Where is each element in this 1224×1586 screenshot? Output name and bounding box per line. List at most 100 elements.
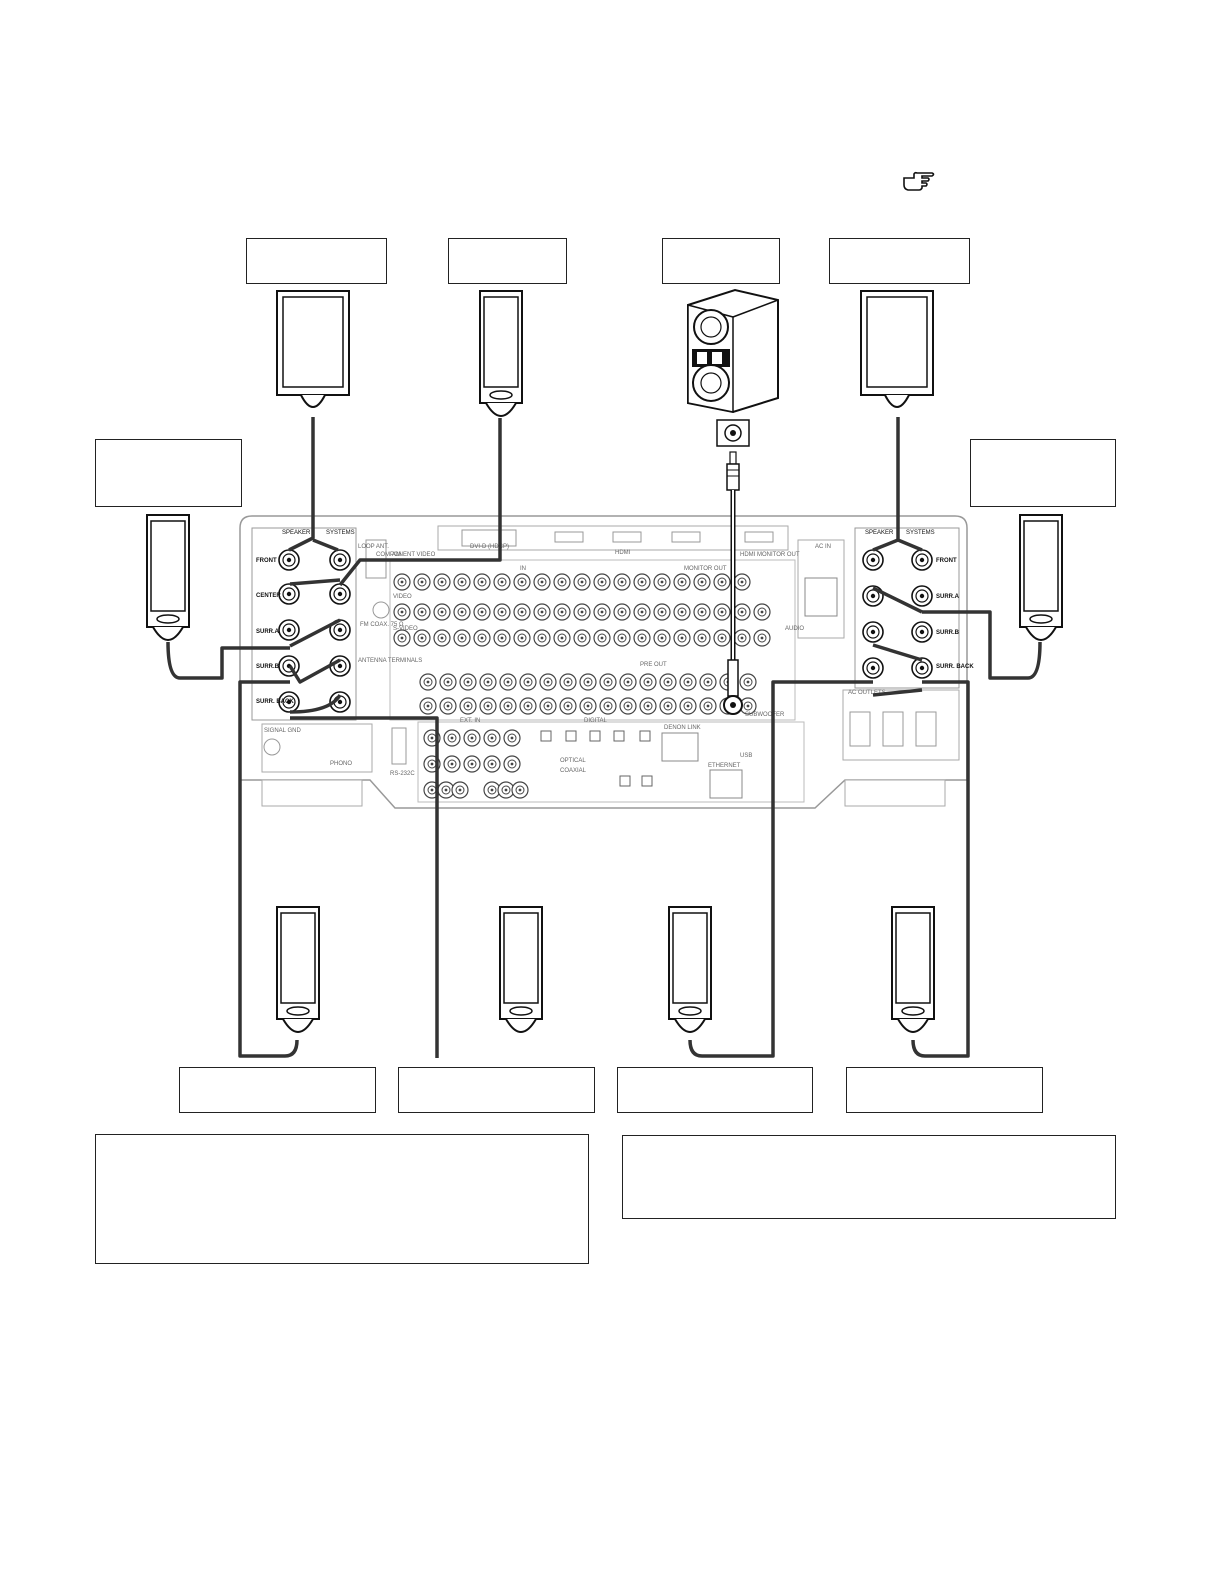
am-label: AM	[392, 552, 401, 558]
surround-a-left-label-box	[95, 439, 242, 507]
rca-jack	[393, 603, 411, 621]
rca-jack	[511, 781, 529, 799]
rca-jack	[553, 573, 571, 591]
rca-jack	[413, 603, 431, 621]
right-ch-surr-back: SURR. BACK	[936, 664, 974, 670]
rca-jack	[713, 603, 731, 621]
rca-jack	[439, 697, 457, 715]
component-label: COMPONENT VIDEO	[376, 552, 436, 558]
right-systems-header: SYSTEMS	[906, 530, 935, 536]
rca-jack	[739, 673, 757, 691]
s-video-label: S-VIDEO	[393, 626, 418, 632]
surround-b-left-speaker	[499, 906, 543, 1033]
rca-jack	[673, 573, 691, 591]
rca-jack	[679, 697, 697, 715]
dvi-label: DVI-D (HDCP)	[470, 544, 509, 550]
left-ch-surr-b: SURR.B	[256, 664, 280, 670]
optical-label: OPTICAL	[560, 758, 586, 764]
rca-jack	[493, 573, 511, 591]
optical-jack	[639, 730, 651, 742]
optical-jack	[613, 730, 625, 742]
hdmi-label: HDMI	[615, 550, 631, 556]
rca-jack	[593, 629, 611, 647]
rca-jack	[443, 729, 461, 747]
ac-outlets-label: AC OUTLETS	[848, 690, 886, 696]
rca-jack	[733, 603, 751, 621]
ethernet-label: ETHERNET	[708, 763, 741, 769]
optical-out-jack	[641, 775, 653, 787]
left-ch-surr-back: SURR. BACK	[256, 699, 294, 705]
rca-jack	[539, 673, 557, 691]
surround-back-left-speaker	[276, 906, 320, 1033]
rca-jack	[463, 755, 481, 773]
rca-jack	[599, 697, 617, 715]
rca-jack	[393, 573, 411, 591]
rca-jack	[593, 573, 611, 591]
in-label: IN	[520, 566, 526, 572]
rca-jack	[433, 629, 451, 647]
rca-jack	[419, 673, 437, 691]
rca-jack	[473, 629, 491, 647]
note-box-left	[95, 1134, 589, 1264]
rca-jack	[413, 629, 431, 647]
surround-a-right-label-box	[970, 439, 1116, 507]
rca-jack	[413, 573, 431, 591]
rca-jack	[559, 697, 577, 715]
rca-jack	[573, 573, 591, 591]
fm-label: FM COAX. 75 Ω	[360, 622, 404, 628]
rca-jack	[659, 673, 677, 691]
rca-jack	[443, 755, 461, 773]
rca-jack	[713, 573, 731, 591]
rca-jack	[479, 697, 497, 715]
surround-b-right-speaker	[668, 906, 712, 1033]
rca-jack	[633, 603, 651, 621]
rca-jack	[513, 603, 531, 621]
rca-jack	[633, 573, 651, 591]
rca-jack	[459, 673, 477, 691]
rca-jack	[499, 697, 517, 715]
rca-jack	[533, 573, 551, 591]
rca-jack	[519, 697, 537, 715]
rca-jack	[653, 603, 671, 621]
rca-jack	[433, 573, 451, 591]
rca-jack	[503, 729, 521, 747]
rca-jack	[599, 673, 617, 691]
signal-gnd-label: SIGNAL GND	[264, 728, 301, 734]
surround-back-right-label-box	[846, 1067, 1043, 1113]
front-left-label-box	[246, 238, 387, 284]
rca-jack	[559, 673, 577, 691]
rca-jack	[653, 573, 671, 591]
optical-jack	[540, 730, 552, 742]
rca-jack	[483, 729, 501, 747]
rca-jack-grid	[393, 573, 771, 799]
rca-jack	[503, 755, 521, 773]
rca-jack	[499, 673, 517, 691]
right-ch-surr-b: SURR.B	[936, 630, 960, 636]
rca-jack	[453, 603, 471, 621]
surround-a-right-speaker	[1019, 514, 1063, 641]
optical-jack	[589, 730, 601, 742]
subwoofer-input-jack	[716, 419, 750, 447]
denon-link-label: DENON LINK	[664, 725, 701, 731]
subwoofer-label-box	[662, 238, 780, 284]
rca-jack	[459, 697, 477, 715]
subwoofer-speaker	[687, 288, 779, 414]
rca-jack	[753, 629, 771, 647]
hdmi-monitor-label: HDMI MONITOR OUT	[740, 552, 800, 558]
audio-label: AUDIO	[785, 626, 804, 632]
left-systems-header: SYSTEMS	[326, 530, 355, 536]
ext-in-label: EXT. IN	[460, 718, 480, 724]
rca-jack	[419, 697, 437, 715]
left-speaker-header: SPEAKER	[282, 530, 311, 536]
rca-jack	[539, 697, 557, 715]
monitor-out-label: MONITOR OUT	[684, 566, 727, 572]
rca-jack	[433, 603, 451, 621]
front-right-label-box	[829, 238, 970, 284]
rca-jack	[693, 573, 711, 591]
rca-jack	[699, 697, 717, 715]
surround-b-left-label-box	[398, 1067, 595, 1113]
rca-jack	[693, 629, 711, 647]
rca-jack	[393, 629, 411, 647]
surround-b-right-label-box	[617, 1067, 813, 1113]
rca-jack	[613, 573, 631, 591]
